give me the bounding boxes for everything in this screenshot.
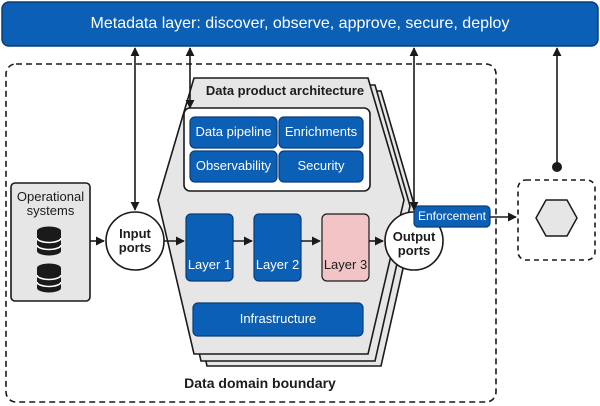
enrichments-label: Enrichments: [284, 124, 358, 140]
metadata-layer-bar: [1, 1, 599, 47]
architecture-title: Data product architecture: [205, 82, 365, 98]
external-hexagon: [535, 199, 578, 237]
observability-label: Observability: [195, 158, 272, 174]
infrastructure-label: Infrastructure: [239, 311, 317, 327]
metadata-layer-label: Metadata layer: discover, observe, appro…: [90, 15, 510, 33]
domain-boundary-label: Data domain boundary: [184, 375, 336, 392]
database-icon-top: [37, 226, 61, 256]
layer-1-label: Layer 1: [187, 257, 232, 273]
operational-systems-label: Operational systems: [11, 187, 90, 221]
external-connector-dot: [552, 162, 562, 172]
observability-box: [189, 150, 278, 183]
output-ports-line2: ports: [397, 243, 431, 258]
input-ports-label: Input ports: [108, 223, 162, 259]
input-ports-line1: Input: [119, 225, 151, 241]
layer-3-label: Layer 3: [323, 257, 368, 273]
external-node-boundary: [517, 179, 596, 261]
data-pipeline-label: Data pipeline: [195, 124, 272, 140]
input-ports-line2: ports: [118, 240, 152, 255]
database-icon-bottom: [37, 263, 61, 293]
layer-2-box: [253, 213, 302, 282]
operational-systems-line2: systems: [26, 203, 75, 218]
security-label: Security: [297, 158, 345, 174]
layer-1-box: [185, 213, 234, 282]
operational-systems-line1: Operational: [16, 188, 85, 204]
output-ports-label: Output ports: [387, 226, 441, 262]
layer-3-box: [321, 213, 370, 282]
security-box: [278, 150, 364, 183]
domain-boundary-box: [5, 63, 497, 403]
enrichments-box: [278, 116, 364, 149]
infrastructure-box: [192, 302, 364, 337]
layer-2-label: Layer 2: [255, 257, 300, 273]
output-ports-line1: Output: [392, 228, 436, 244]
enforcement-label: Enforcement: [417, 209, 487, 224]
data-pipeline-box: [189, 116, 278, 149]
